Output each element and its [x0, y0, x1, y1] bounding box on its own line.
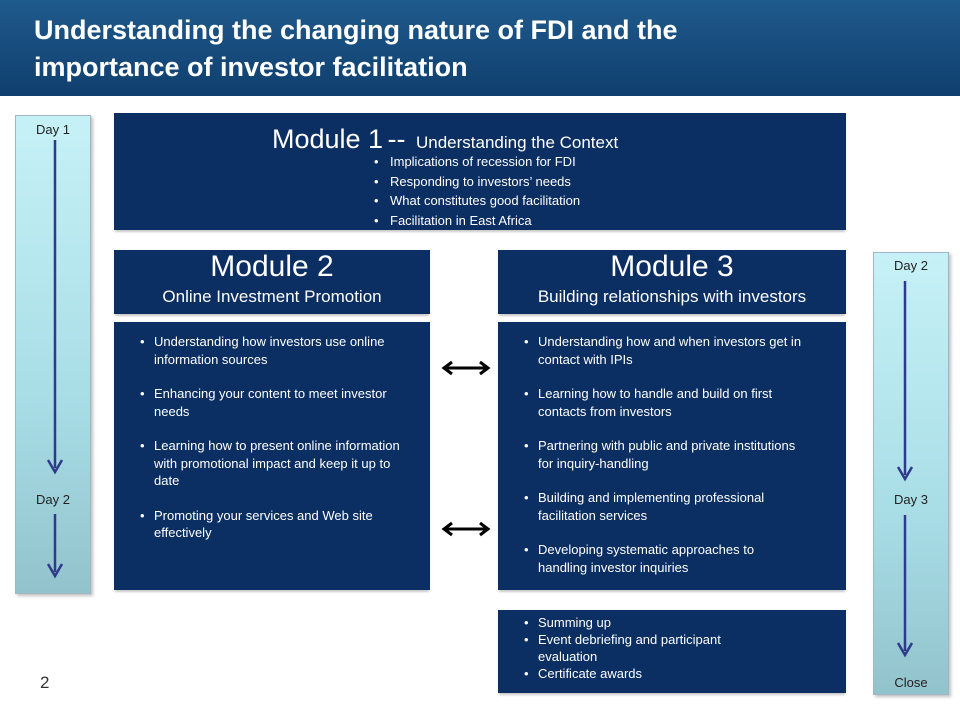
- module-1-subtitle: Understanding the Context: [415, 133, 619, 152]
- timeline-left-arrow-1: [46, 140, 64, 475]
- closing-bullet: Certificate awards: [516, 665, 776, 682]
- slide-title: Understanding the changing nature of FDI…: [34, 12, 934, 86]
- module-2-bullet: Promoting your services and Web site eff…: [132, 507, 400, 542]
- module-3-bullet: Partnering with public and private insti…: [516, 437, 806, 472]
- module-3-content: Understanding how and when investors get…: [498, 322, 846, 590]
- module-1-bullet-list: Implications of recession for FDI Respon…: [366, 152, 826, 230]
- timeline-right-label-3: Close: [894, 675, 928, 690]
- module-3-subtitle: Building relationships with investors: [537, 287, 807, 306]
- module-1-bullet: Implications of recession for FDI: [366, 152, 826, 172]
- timeline-left-label-2: Day 2: [36, 492, 70, 507]
- module-2-header: Module 2 Online Investment Promotion: [114, 250, 430, 314]
- module-2-bullet: Understanding how investors use online i…: [132, 333, 400, 368]
- timeline-right: Day 2 Day 3 Close: [873, 252, 949, 695]
- timeline-right-label-2: Day 3: [894, 492, 928, 507]
- closing-box: Summing up Event debriefing and particip…: [498, 610, 846, 693]
- timeline-right-arrow-1: [896, 281, 914, 482]
- timeline-left-arrow-2: [46, 514, 64, 579]
- module-1-bullet: Facilitation in East Africa: [366, 211, 826, 231]
- module-2-bullet: Enhancing your content to meet investor …: [132, 385, 400, 420]
- closing-bullet-list: Summing up Event debriefing and particip…: [516, 614, 776, 682]
- module-2-name: Module 2: [210, 250, 334, 283]
- closing-bullet: Event debriefing and participant evaluat…: [516, 631, 776, 665]
- module-3-bullet: Developing systematic approaches to hand…: [516, 541, 806, 576]
- module-2-bullet: Learning how to present online informati…: [132, 437, 400, 490]
- module-3-bullet-list: Understanding how and when investors get…: [516, 333, 806, 576]
- timeline-left: Day 1 Day 2: [15, 115, 91, 594]
- double-arrow-icon: [441, 360, 491, 376]
- module-1-bullet: Responding to investors’ needs: [366, 172, 826, 192]
- page-number: 2: [40, 673, 50, 692]
- timeline-right-label-1: Day 2: [894, 258, 928, 273]
- slide-header: Understanding the changing nature of FDI…: [0, 0, 960, 96]
- module-3-bullet: Learning how to handle and build on firs…: [516, 385, 806, 420]
- timeline-left-label-1: Day 1: [36, 122, 70, 137]
- slide-title-line-1: Understanding the changing nature of FDI…: [34, 15, 678, 45]
- module-2-bullet-list: Understanding how investors use online i…: [132, 333, 400, 542]
- module-3-header: Module 3 Building relationships with inv…: [498, 250, 846, 314]
- module-3-name: Module 3: [610, 250, 734, 283]
- module-1-name: Module 1: [272, 124, 384, 154]
- module-3-bullet: Understanding how and when investors get…: [516, 333, 806, 368]
- slide-title-line-2: importance of investor facilitation: [34, 52, 468, 82]
- module-1-bullet: What constitutes good facilitation: [366, 191, 826, 211]
- module-3-bullet: Building and implementing professional f…: [516, 489, 806, 524]
- module-1-dash: --: [387, 124, 406, 154]
- module-2-subtitle: Online Investment Promotion: [162, 287, 382, 306]
- double-arrow-icon: [441, 521, 491, 537]
- closing-bullet: Summing up: [516, 614, 776, 631]
- timeline-right-arrow-2: [896, 515, 914, 658]
- module-2-content: Understanding how investors use online i…: [114, 322, 430, 590]
